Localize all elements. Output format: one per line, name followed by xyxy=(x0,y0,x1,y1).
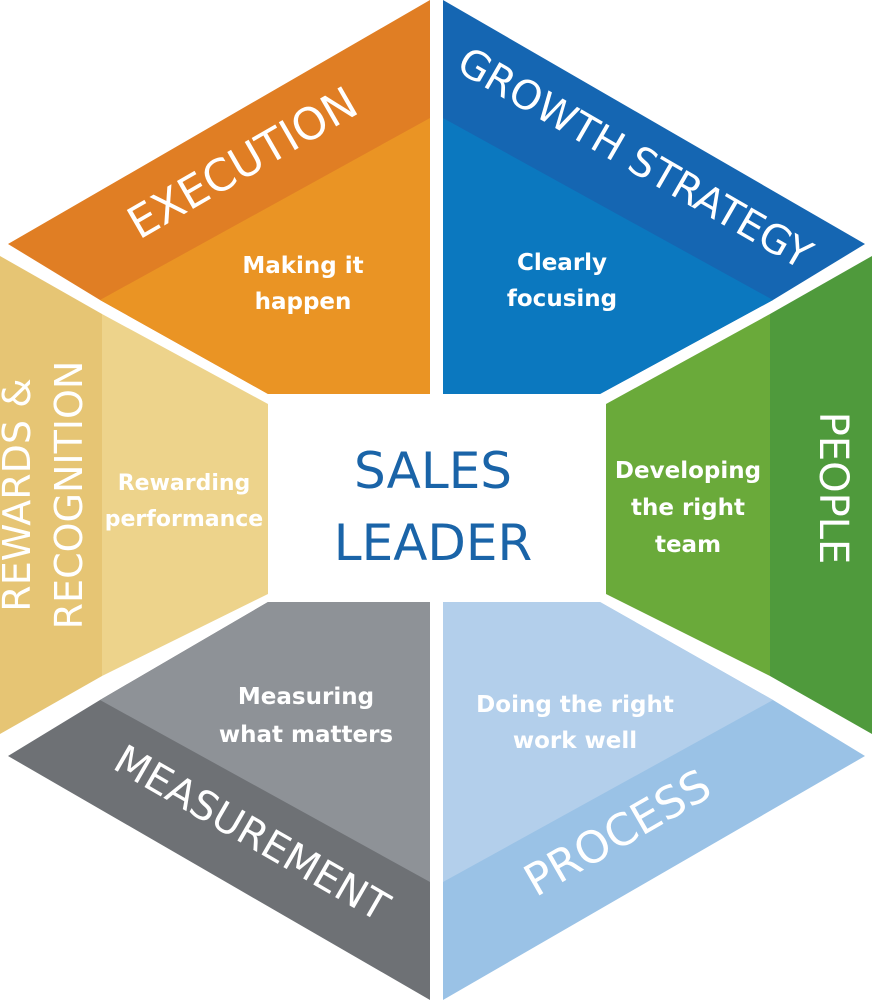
segment-process: PROCESS Doing the right work well xyxy=(443,602,865,1000)
center-label-line1: SALES xyxy=(354,442,512,500)
measurement-inner-band xyxy=(100,602,430,882)
growth-subtitle-line2: focusing xyxy=(507,286,617,312)
people-title: PEOPLE xyxy=(810,412,856,565)
growth-subtitle-line1: Clearly xyxy=(517,250,607,276)
execution-inner-band xyxy=(100,118,430,394)
measurement-subtitle-line1: Measuring xyxy=(238,684,374,710)
people-subtitle-line3: team xyxy=(655,532,721,558)
people-inner-band xyxy=(606,314,770,676)
process-subtitle-line1: Doing the right xyxy=(476,692,674,718)
rewards-outer-band xyxy=(0,256,102,734)
center-label-line2: LEADER xyxy=(334,514,533,572)
segment-rewards-recognition: REWARDS & RECOGNITION Rewarding performa… xyxy=(0,256,268,734)
people-outer-band xyxy=(770,256,872,734)
segment-measurement: MEASUREMENT Measuring what matters xyxy=(8,602,430,1000)
rewards-subtitle-line2: performance xyxy=(105,507,263,532)
measurement-subtitle-line2: what matters xyxy=(219,722,393,748)
process-subtitle-line2: work well xyxy=(513,728,637,754)
people-subtitle-line2: the right xyxy=(631,495,745,521)
growth-inner-band xyxy=(443,118,773,394)
segment-execution: EXECUTION Making it happen xyxy=(8,0,430,394)
execution-subtitle-line1: Making it xyxy=(242,253,363,279)
center-label: SALES LEADER xyxy=(334,442,533,572)
segment-people: PEOPLE Developing the right team xyxy=(606,256,872,734)
execution-subtitle-line2: happen xyxy=(255,289,352,315)
rewards-subtitle-line1: Rewarding xyxy=(118,471,251,496)
rewards-title-line2: RECOGNITION xyxy=(47,361,91,630)
people-subtitle-line1: Developing xyxy=(615,458,761,484)
process-inner-band xyxy=(443,602,773,882)
rewards-inner-band xyxy=(102,314,268,676)
rewards-title-line1: REWARDS & xyxy=(0,378,39,611)
